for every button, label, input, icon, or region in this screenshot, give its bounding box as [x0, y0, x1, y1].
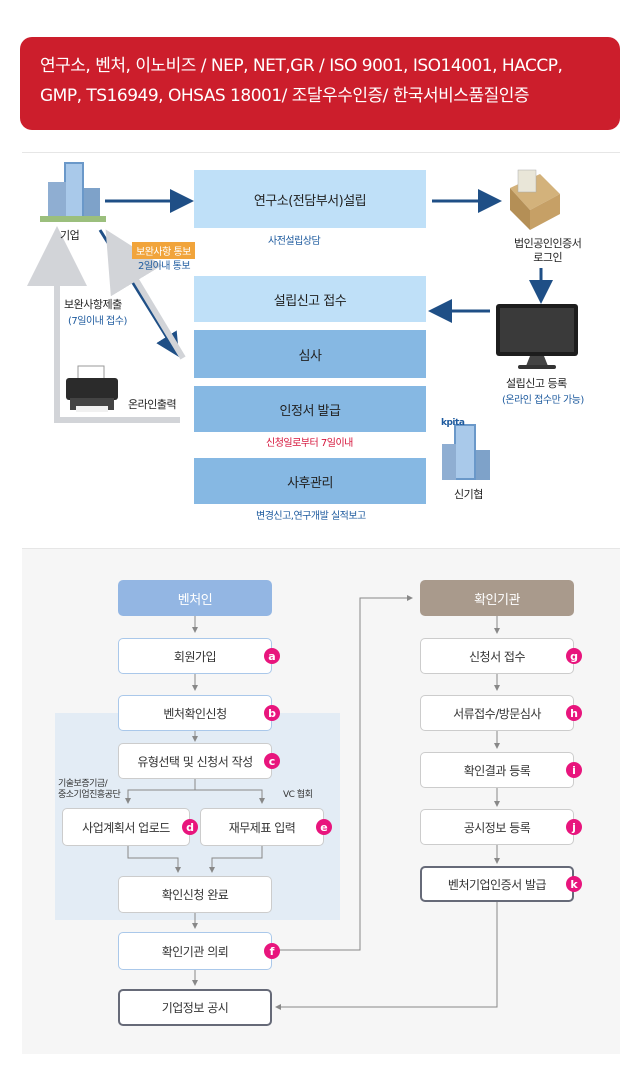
- company-label: 기업: [60, 229, 80, 242]
- step-issue-venture-cert: 벤처기업인증서 발급: [420, 866, 574, 902]
- banner-line-2: GMP, TS16949, OHSAS 18001/ 조달우수인증/ 한국서비스…: [40, 86, 530, 106]
- online-print-label: 온라인출력: [128, 398, 177, 411]
- marker-k: k: [566, 876, 582, 892]
- marker-a: a: [264, 648, 280, 664]
- step-review: 심사: [194, 330, 426, 378]
- step-register-disclosure: 공시정보 등록: [420, 809, 574, 845]
- step-enter-financials: 재무제표 입력: [200, 808, 324, 846]
- cert-login-line-2: 로그인: [533, 251, 563, 264]
- printer-icon: [66, 365, 118, 412]
- supplement-notice-days: 2일이내 통보: [138, 261, 191, 272]
- step-receive-report: 설립신고 접수: [194, 276, 426, 322]
- after-management-note: 변경신고,연구개발 실적보고: [256, 511, 366, 522]
- step-receive-application: 신청서 접수: [420, 638, 574, 674]
- left-org-line-2: 중소기업진흥공단: [58, 790, 121, 800]
- step-apply-confirmation: 벤처확인신청: [118, 695, 272, 731]
- register-label: 설립신고 등록: [506, 377, 567, 390]
- marker-f: f: [264, 943, 280, 959]
- step-publish-info: 기업정보 공시: [118, 989, 272, 1026]
- cert-login-line-1: 법인공인인증서: [514, 237, 582, 250]
- step-application-complete: 확인신청 완료: [118, 876, 272, 913]
- supplement-notice-badge: 보완사항 통보: [132, 242, 195, 259]
- left-org-line-1: 기술보증기금/: [58, 779, 108, 789]
- monitor-icon: [496, 304, 578, 369]
- supplement-submit-label: 보완사항제출: [64, 298, 122, 311]
- register-note: (온라인 접수만 가능): [502, 395, 584, 406]
- kpita-building-icon: [442, 424, 490, 480]
- issue-deadline-note: 신청일로부터 7일이내: [266, 438, 353, 449]
- step-after-management: 사후관리: [194, 458, 426, 504]
- step-register-result: 확인결과 등록: [420, 752, 574, 788]
- left-org-label: 기술보증기금/ 중소기업진흥공단: [58, 779, 121, 801]
- step-establish-institute: 연구소(전담부서)설립: [194, 170, 426, 228]
- step-issue-certificate: 인정서 발급: [194, 386, 426, 432]
- kpita-logo: kpita: [441, 418, 465, 428]
- banner-line-1: 연구소, 벤처, 이노비즈 / NEP, NET,GR / ISO 9001, …: [40, 56, 563, 76]
- step-document-visit-review: 서류접수/방문심사: [420, 695, 574, 731]
- venture-header: 벤처인: [118, 580, 272, 616]
- marker-d: d: [182, 819, 198, 835]
- registration-process-diagram: [22, 152, 620, 539]
- marker-j: j: [566, 819, 582, 835]
- company-building-icon: [40, 162, 106, 222]
- kpita-label: 신기협: [454, 488, 483, 501]
- right-org-label: VC 협회: [283, 790, 313, 800]
- marker-h: h: [566, 705, 582, 721]
- supplement-submit-days: (7일이내 접수): [68, 316, 127, 327]
- marker-b: b: [264, 705, 280, 721]
- step-upload-plan: 사업계획서 업로드: [62, 808, 190, 846]
- marker-i: i: [566, 762, 582, 778]
- step-request-agency: 확인기관 의뢰: [118, 932, 272, 970]
- certificate-box-icon: [510, 169, 560, 230]
- marker-g: g: [566, 648, 582, 664]
- marker-c: c: [264, 753, 280, 769]
- step-select-type: 유형선택 및 신청서 작성: [118, 743, 272, 779]
- step-signup: 회원가입: [118, 638, 272, 674]
- cert-login-label: 법인공인인증서 로그인: [514, 237, 582, 265]
- header-banner: 연구소, 벤처, 이노비즈 / NEP, NET,GR / ISO 9001, …: [20, 37, 620, 130]
- pre-consult-note: 사전설립상담: [268, 236, 321, 247]
- marker-e: e: [316, 819, 332, 835]
- agency-header: 확인기관: [420, 580, 574, 616]
